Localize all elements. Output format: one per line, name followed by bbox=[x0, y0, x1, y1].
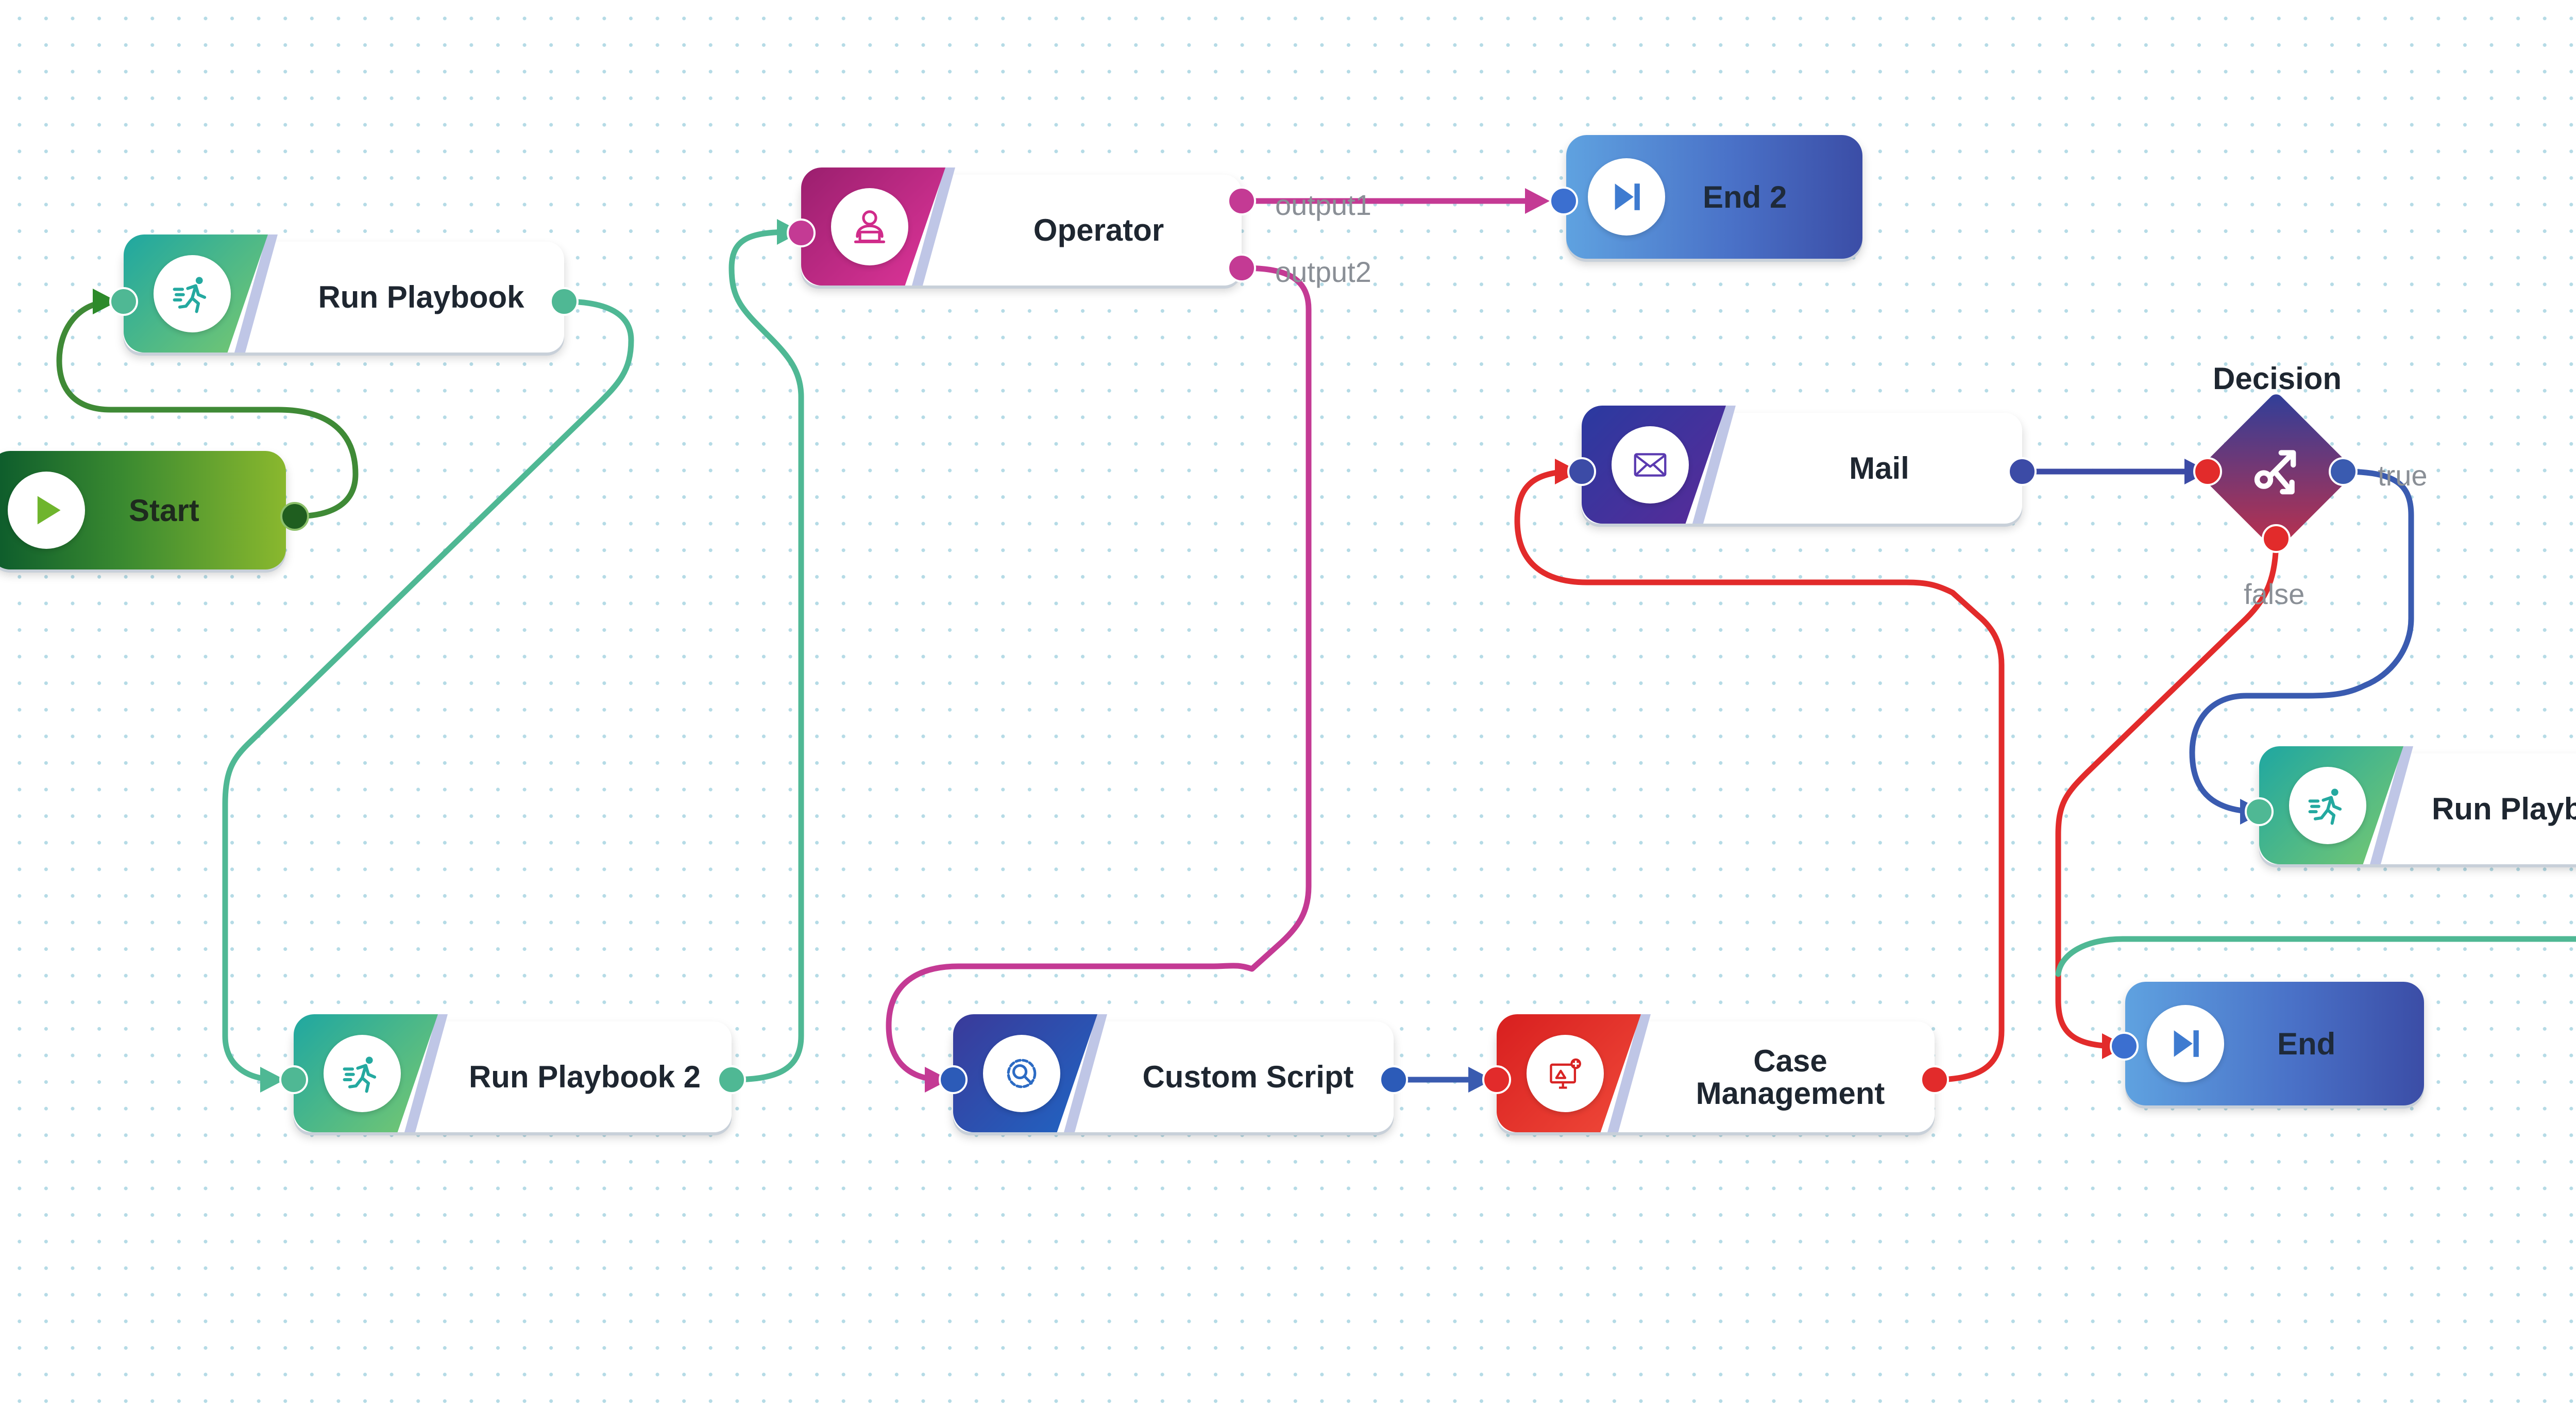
run-playbook-2-node[interactable]: Run Playbook 2 bbox=[294, 1014, 732, 1132]
run-playbook-3-node[interactable]: Run Playboo bbox=[2259, 746, 2576, 864]
arrowhead bbox=[93, 289, 117, 314]
arrowhead bbox=[925, 1067, 950, 1093]
decision-title: Decision bbox=[2213, 361, 2342, 396]
custom-script-input-port[interactable] bbox=[939, 1065, 968, 1094]
node-label: End 2 bbox=[1703, 179, 1787, 214]
run-playbook-2-input-port[interactable] bbox=[279, 1065, 308, 1094]
mail-node[interactable]: Mail bbox=[1582, 406, 2022, 524]
operator-output1-label: output1 bbox=[1275, 189, 1371, 221]
edge-start-to-run-playbook[interactable] bbox=[56, 298, 359, 519]
case-management-input-port[interactable] bbox=[1482, 1065, 1511, 1094]
operator-output2-label: output2 bbox=[1275, 256, 1371, 288]
mail-output-port[interactable] bbox=[2008, 457, 2037, 486]
custom-script-output-port[interactable] bbox=[1379, 1065, 1408, 1094]
edge-run-playbook-to-run-playbook-2[interactable] bbox=[222, 298, 634, 1083]
run-playbook-node[interactable]: Run Playbook bbox=[124, 234, 564, 353]
end-node[interactable]: End bbox=[2125, 982, 2424, 1105]
edge-operator-to-custom-script[interactable] bbox=[886, 265, 1312, 1083]
skip-end-icon bbox=[1588, 158, 1665, 236]
running-person-icon bbox=[154, 255, 231, 332]
play-icon bbox=[8, 472, 85, 549]
gear-search-icon bbox=[983, 1035, 1060, 1112]
decision-false-port[interactable] bbox=[2262, 524, 2291, 553]
edge-offscreen-to-end[interactable] bbox=[2055, 936, 2576, 977]
decision-true-label: true bbox=[2378, 459, 2428, 492]
start-output-port[interactable] bbox=[280, 502, 309, 531]
run-playbook-input-port[interactable] bbox=[109, 287, 138, 316]
decision-true-port[interactable] bbox=[2329, 457, 2358, 486]
node-label: End bbox=[2277, 1026, 2336, 1061]
running-person-icon bbox=[324, 1035, 401, 1112]
node-label: Start bbox=[129, 493, 199, 528]
node-label-line: Case bbox=[1753, 1043, 1827, 1078]
edge-decision-false-to-end[interactable] bbox=[2055, 535, 2279, 1049]
node-label: Custom Script bbox=[1142, 1060, 1354, 1094]
operator-output1-port[interactable] bbox=[1227, 187, 1256, 215]
running-person-icon bbox=[2289, 767, 2366, 844]
decision-input-port[interactable] bbox=[2193, 457, 2222, 486]
case-management-node[interactable]: Case Management bbox=[1497, 1014, 1935, 1132]
arrowhead bbox=[260, 1067, 285, 1093]
node-label: Run Playbook 2 bbox=[468, 1060, 701, 1094]
end-2-input-port[interactable] bbox=[1549, 187, 1578, 215]
branch-arrows-icon bbox=[2254, 450, 2296, 495]
case-monitor-icon bbox=[1527, 1035, 1604, 1112]
node-label: Mail bbox=[1849, 451, 1909, 485]
node-label: Run Playboo bbox=[2432, 792, 2576, 826]
end-input-port[interactable] bbox=[2110, 1032, 2139, 1061]
end-2-node[interactable]: End 2 bbox=[1566, 135, 1862, 259]
skip-end-icon bbox=[2147, 1005, 2224, 1082]
edge-case-management-to-mail[interactable] bbox=[1514, 468, 2005, 1083]
operator-person-icon bbox=[831, 188, 908, 265]
node-label: Case Management bbox=[1667, 1021, 1914, 1132]
custom-script-node[interactable]: Custom Script bbox=[953, 1014, 1394, 1132]
operator-output2-port[interactable] bbox=[1227, 254, 1256, 282]
operator-node[interactable]: Operator bbox=[801, 167, 1242, 286]
edge-run-playbook-2-to-operator[interactable] bbox=[728, 229, 804, 1083]
start-node[interactable]: Start bbox=[0, 451, 286, 569]
mail-input-port[interactable] bbox=[1567, 457, 1596, 486]
envelope-icon bbox=[1612, 426, 1689, 504]
arrowhead bbox=[1468, 1067, 1493, 1093]
node-label: Run Playbook bbox=[318, 280, 524, 314]
case-management-output-port[interactable] bbox=[1920, 1065, 1949, 1094]
run-playbook-2-output-port[interactable] bbox=[717, 1065, 746, 1094]
arrowhead bbox=[1525, 188, 1550, 214]
edge-decision-true-to-run-playbook-3[interactable] bbox=[2189, 468, 2414, 815]
decision-false-label: false bbox=[2244, 578, 2305, 610]
node-label-line: Management bbox=[1696, 1076, 1885, 1111]
node-label: Operator bbox=[1033, 213, 1164, 247]
run-playbook-3-input-port[interactable] bbox=[2245, 797, 2274, 826]
run-playbook-output-port[interactable] bbox=[550, 287, 579, 316]
operator-input-port[interactable] bbox=[787, 219, 816, 247]
